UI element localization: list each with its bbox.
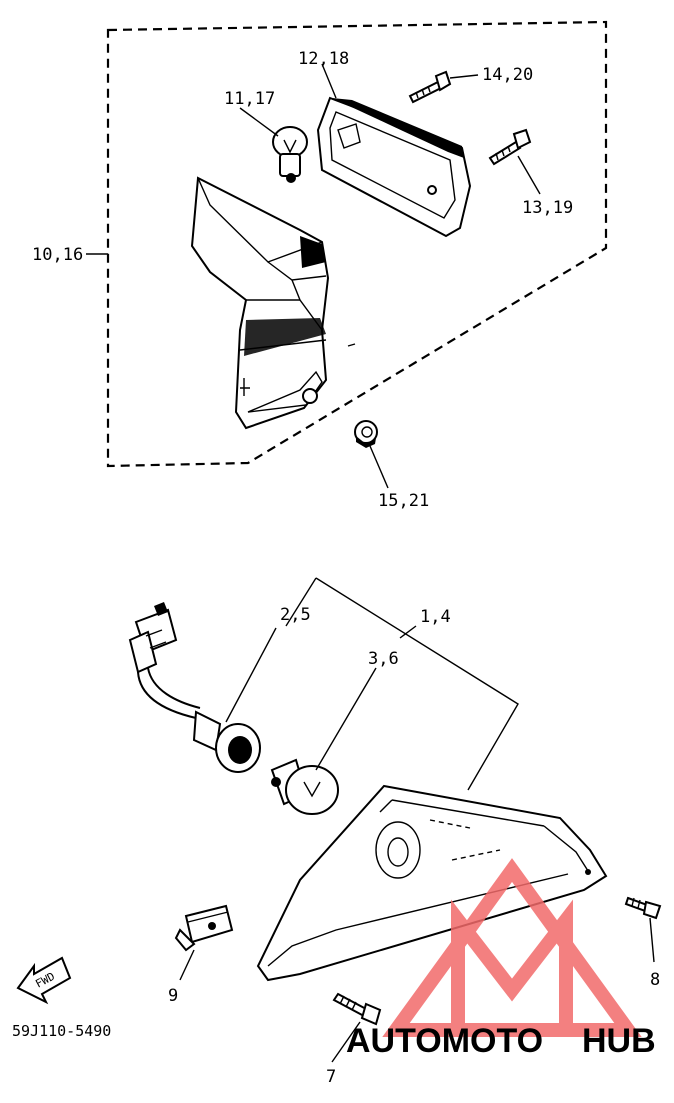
automotohub-watermark-text: AUTOMOTO HUB (346, 1022, 656, 1060)
forward-direction-arrow: FWD (16, 956, 72, 1005)
rear-clip-9 (174, 904, 234, 952)
callout-rear-bulb: 3,6 (368, 649, 399, 669)
callout-front-nut: 15,21 (378, 491, 429, 511)
front-flasher-body (190, 176, 330, 430)
rear-bulb (270, 758, 339, 815)
front-screw-a (408, 70, 452, 104)
front-screw-b (488, 128, 532, 166)
rear-screw-7 (332, 992, 382, 1026)
callout-rear-socket: 2,5 (280, 605, 311, 625)
callout-front-lens-assy: 10,16 (32, 245, 83, 265)
rear-screw-8 (624, 896, 662, 920)
callout-front-lens: 12,18 (298, 49, 349, 69)
callout-screw-8: 8 (650, 970, 660, 990)
rear-socket (192, 710, 261, 773)
front-bulb (272, 126, 308, 183)
callout-screw-7: 7 (326, 1067, 336, 1087)
front-nut (354, 420, 378, 448)
watermark-text-hub: HUB (582, 1022, 656, 1060)
callout-clip-9: 9 (168, 986, 178, 1006)
callout-front-bulb: 11,17 (224, 89, 275, 109)
rear-lamp-housing (256, 784, 608, 982)
diagram-code: 59J110-5490 (12, 1022, 111, 1040)
front-lens (316, 96, 472, 238)
automotohub-logo (382, 858, 642, 1037)
callout-rear-lamp-assy: 1,4 (420, 607, 451, 627)
callout-front-screw-b: 13,19 (522, 198, 573, 218)
front-flasher-group-boundary (106, 20, 608, 468)
watermark-text-automoto: AUTOMOTO (346, 1022, 543, 1060)
rear-harness-wire (137, 667, 201, 719)
callout-front-screw-a: 14,20 (482, 65, 533, 85)
rear-connector (128, 602, 178, 674)
